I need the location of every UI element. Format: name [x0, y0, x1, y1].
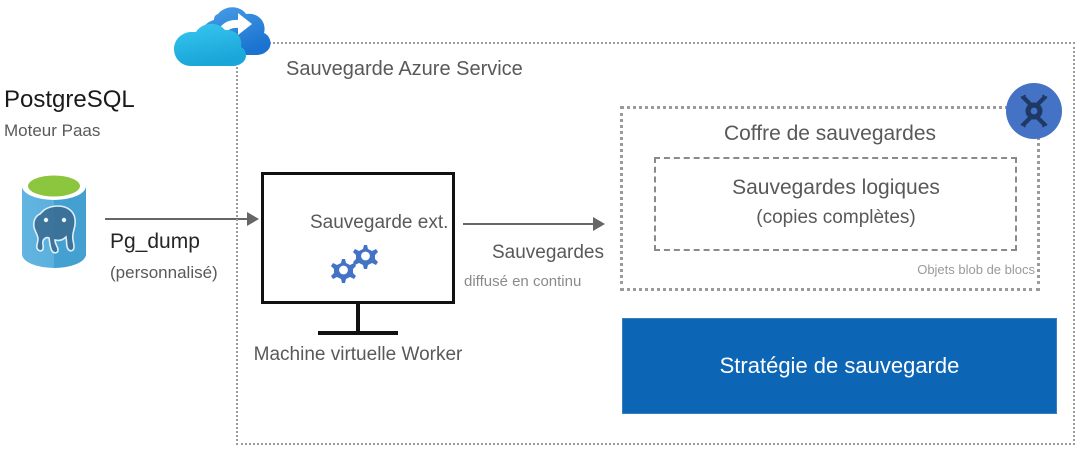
logical-backups-line1: Sauvegardes logiques	[732, 176, 940, 199]
backup-vault-icon	[1003, 80, 1065, 142]
backups-sublabel: diffusé en continu	[464, 273, 582, 290]
backups-arrow-line	[463, 223, 593, 225]
azure-backup-cloud-icon	[172, 2, 280, 94]
backup-vault-box	[620, 106, 1040, 291]
backup-policy-label: Stratégie de sauvegarde	[719, 353, 960, 378]
block-blobs-footnote: Objets blob de blocs	[917, 262, 1035, 277]
postgresql-database-icon	[18, 168, 90, 272]
backups-label: Sauvegardes	[492, 242, 604, 263]
pgdump-label: Pg_dump	[110, 230, 200, 253]
worker-vm-base	[318, 331, 398, 335]
postgresql-title: PostgreSQL	[4, 86, 135, 113]
backup-policy-button[interactable]: Stratégie de sauvegarde	[622, 318, 1057, 414]
logical-backups-box	[654, 157, 1017, 251]
azure-service-boundary	[236, 42, 1075, 445]
gears-icon	[328, 243, 386, 283]
pgdump-arrow-line	[105, 218, 247, 220]
worker-vm-box	[261, 172, 455, 304]
worker-vm-caption: Machine virtuelle Worker	[253, 344, 463, 365]
postgresql-subtitle: Moteur Paas	[4, 121, 101, 140]
azure-service-label: Sauvegarde Azure Service	[286, 58, 523, 80]
logical-backups-line2: (copies complètes)	[756, 207, 916, 228]
worker-vm-stand	[356, 304, 360, 335]
arrow-right-icon	[593, 217, 605, 231]
arrow-right-icon	[247, 212, 259, 226]
backup-vault-title: Coffre de sauvegardes	[723, 122, 937, 145]
worker-vm-inner-label: Sauvegarde ext.	[310, 212, 449, 233]
pgdump-sublabel: (personnalisé)	[110, 263, 218, 282]
